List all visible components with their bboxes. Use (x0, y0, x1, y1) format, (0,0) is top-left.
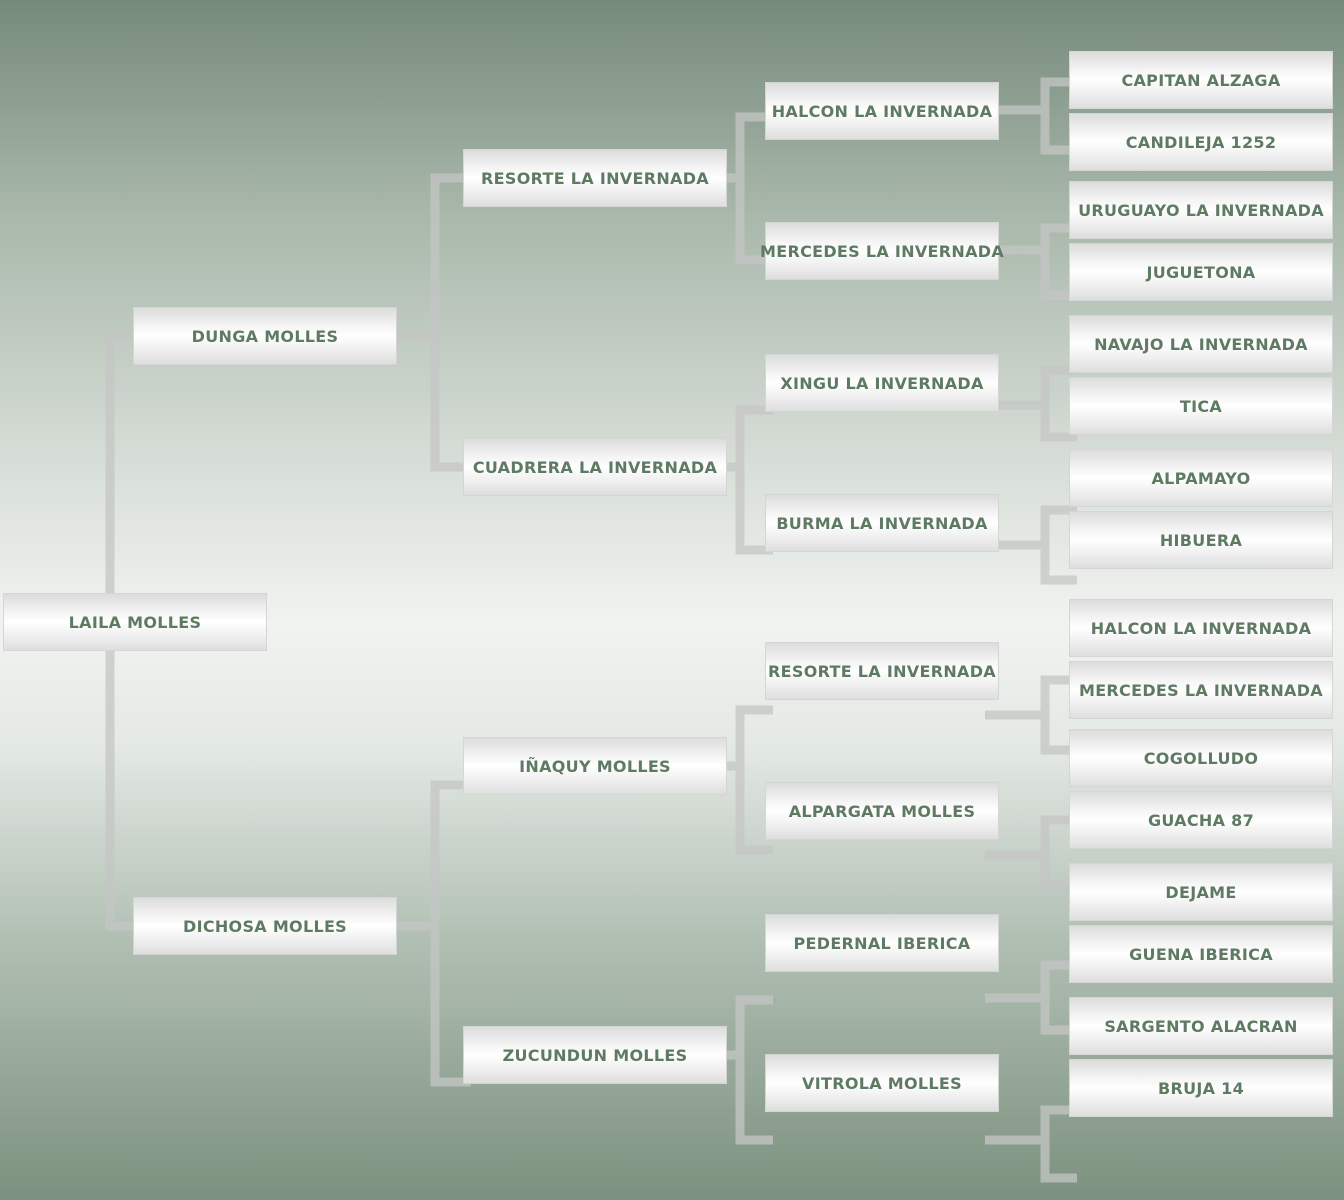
horse-gg-grandparent[interactable]: SARGENTO ALACRAN (1069, 997, 1333, 1055)
connector-bracket (985, 675, 1077, 755)
horse-great-grandparent[interactable]: ALPARGATA MOLLES (765, 782, 999, 840)
connector-bracket (985, 1105, 1077, 1183)
horse-great-grandparent[interactable]: RESORTE LA INVERNADA (765, 642, 999, 700)
horse-grandparent[interactable]: IÑAQUY MOLLES (463, 737, 727, 795)
horse-great-grandparent[interactable]: VITROLA MOLLES (765, 1054, 999, 1112)
connector-bracket (999, 365, 1077, 442)
horse-great-grandparent[interactable]: HALCON LA INVERNADA (765, 82, 999, 140)
connector-bracket (985, 815, 1077, 890)
connector-bracket (397, 780, 471, 1087)
connector-bracket (999, 505, 1077, 585)
horse-gg-grandparent[interactable]: COGOLLUDO (1069, 729, 1333, 787)
connector-bracket (985, 960, 1077, 1035)
horse-gg-grandparent[interactable]: JUGUETONA (1069, 243, 1333, 301)
horse-grandparent[interactable]: RESORTE LA INVERNADA (463, 149, 727, 207)
horse-gg-grandparent[interactable]: CANDILEJA 1252 (1069, 113, 1333, 171)
connector-bracket (999, 223, 1077, 300)
horse-gg-grandparent[interactable]: NAVAJO LA INVERNADA (1069, 315, 1333, 373)
connector-bracket (397, 173, 471, 472)
horse-gg-grandparent[interactable]: HIBUERA (1069, 511, 1333, 569)
horse-gg-grandparent[interactable]: URUGUAYO LA INVERNADA (1069, 181, 1333, 239)
horse-dam[interactable]: DICHOSA MOLLES (133, 897, 397, 955)
connector-bracket (727, 405, 773, 555)
horse-subject[interactable]: LAILA MOLLES (3, 593, 267, 651)
horse-gg-grandparent[interactable]: GUENA IBERICA (1069, 925, 1333, 983)
horse-gg-grandparent[interactable]: TICA (1069, 377, 1333, 435)
horse-great-grandparent[interactable]: PEDERNAL IBERICA (765, 914, 999, 972)
horse-great-grandparent[interactable]: BURMA LA INVERNADA (765, 494, 999, 552)
horse-gg-grandparent[interactable]: HALCON LA INVERNADA (1069, 599, 1333, 657)
horse-gg-grandparent[interactable]: DEJAME (1069, 863, 1333, 921)
horse-gg-grandparent[interactable]: GUACHA 87 (1069, 791, 1333, 849)
horse-great-grandparent[interactable]: XINGU LA INVERNADA (765, 354, 999, 412)
horse-great-grandparent[interactable]: MERCEDES LA INVERNADA (760, 222, 1004, 280)
connector-bracket (727, 112, 773, 265)
connector-bracket (727, 995, 773, 1145)
horse-gg-grandparent[interactable]: MERCEDES LA INVERNADA (1069, 661, 1333, 719)
horse-grandparent[interactable]: ZUCUNDUN MOLLES (463, 1026, 727, 1084)
horse-grandparent[interactable]: CUADRERA LA INVERNADA (463, 438, 727, 496)
horse-gg-grandparent[interactable]: BRUJA 14 (1069, 1059, 1333, 1117)
connector-bracket (727, 705, 773, 855)
horse-sire[interactable]: DUNGA MOLLES (133, 307, 397, 365)
horse-gg-grandparent[interactable]: ALPAMAYO (1069, 449, 1333, 507)
connector-bracket (999, 77, 1077, 155)
horse-gg-grandparent[interactable]: CAPITAN ALZAGA (1069, 51, 1333, 109)
